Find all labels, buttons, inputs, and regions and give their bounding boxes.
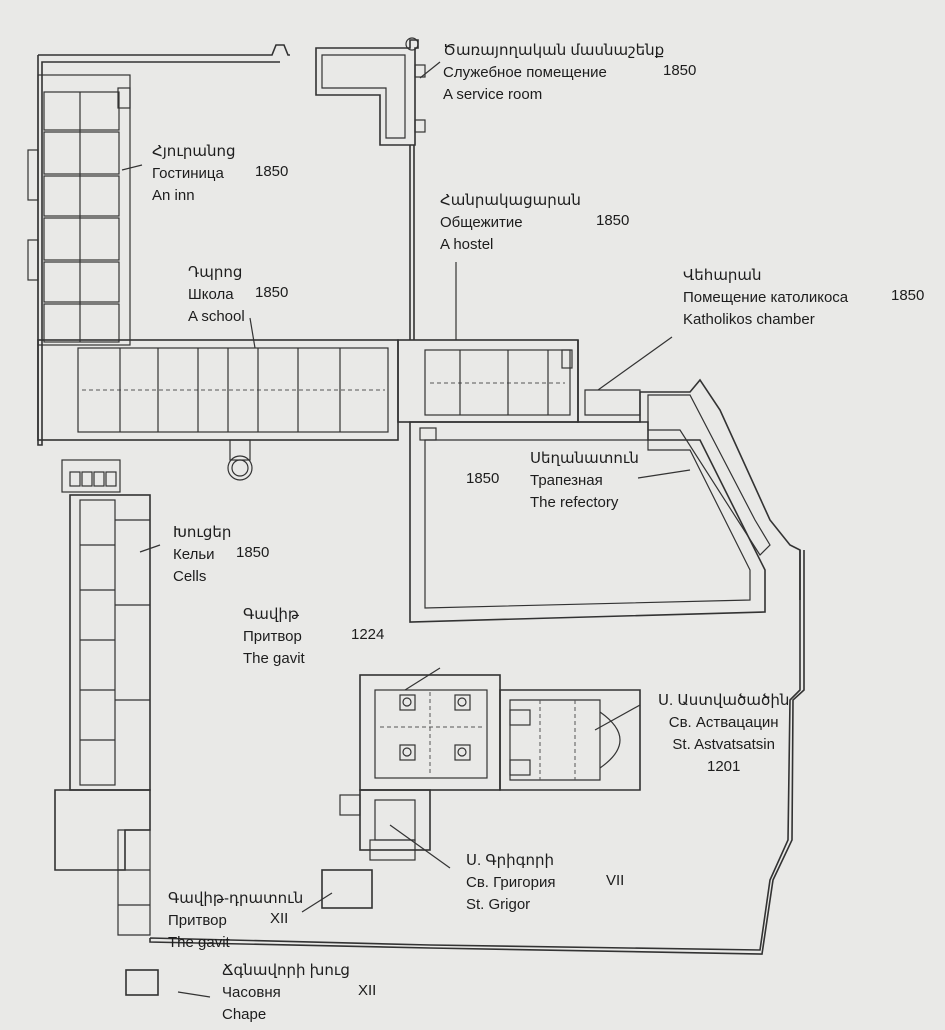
chapel-ru: Часовня — [222, 984, 281, 1001]
inn-year: 1850 — [255, 163, 289, 180]
service-room-building — [315, 37, 426, 340]
katholikos-en: Katholikos chamber — [683, 311, 815, 328]
label-hostel: Հանրակացարան Общежитие A hostel — [440, 190, 581, 256]
service-room-year: 1850 — [663, 62, 697, 79]
church-complex — [339, 674, 641, 861]
inn-en: An inn — [152, 187, 195, 204]
gavit-year: 1224 — [351, 626, 385, 643]
service-room-en: A service room — [443, 86, 543, 103]
katholikos-ru: Помещение католикоса — [683, 289, 849, 306]
label-grigor: Ս. Գրիգորի Св. Григория St. Grigor — [466, 850, 555, 916]
school-building — [37, 339, 399, 481]
hostel-ru: Общежитие — [440, 214, 523, 231]
astvatsatsin-en: St. Astvatsatsin — [672, 736, 775, 753]
refectory-hy: Սեղանատուն — [530, 450, 639, 467]
grigor-ru: Св. Григория — [466, 874, 556, 891]
refectory-en: The refectory — [530, 494, 619, 511]
label-katholikos: Վեհարան Помещение католикоса Katholikos … — [683, 265, 848, 331]
cells-building — [54, 459, 151, 936]
label-refectory: Սեղանատուն Трапезная The refectory — [530, 448, 639, 514]
gavit-hy: Գավիթ — [243, 606, 300, 623]
gavit-ru: Притвор — [243, 628, 302, 645]
refectory-building — [409, 421, 766, 623]
label-gavit: Գավիթ Притвор The gavit — [243, 604, 305, 670]
label-school: Դպրոց Школа A school — [188, 262, 245, 328]
enclosure-wall — [149, 550, 805, 955]
grigor-year: VII — [606, 872, 625, 889]
cells-ru: Кельи — [173, 546, 215, 563]
inn-ru: Гостиница — [152, 165, 224, 182]
gavit-ruin-hy: Գավիթ-դրատուն — [168, 890, 304, 907]
astvatsatsin-hy: Ս. Աստվածածին — [658, 692, 790, 709]
hostel-year: 1850 — [596, 212, 630, 229]
school-year: 1850 — [255, 284, 289, 301]
label-astvatsatsin: Ս. Աստվածածին Св. Аствацацин St. Astvats… — [658, 690, 789, 778]
cells-year: 1850 — [236, 544, 270, 561]
leader-lines — [121, 61, 691, 998]
label-chapel: Ճգնավորի խուց Часовня Chape — [222, 960, 350, 1026]
hostel-building — [397, 339, 579, 423]
chapel-year: XII — [358, 982, 377, 999]
gavit-ruin — [321, 869, 373, 909]
chapel-en: Chape — [222, 1006, 267, 1023]
inn-hy: Հյուրանոց — [152, 143, 236, 160]
refectory-ru: Трапезная — [530, 472, 603, 489]
school-ru: Школа — [188, 286, 234, 303]
hostel-hy: Հանրակացարան — [440, 192, 581, 209]
katholikos-year: 1850 — [891, 287, 925, 304]
astvatsatsin-year: 1201 — [706, 758, 741, 775]
hermit-chapel — [125, 969, 159, 996]
service-room-ru: Служебное помещение — [443, 64, 607, 81]
label-cells: Խուցեր Кельи Cells — [173, 522, 231, 588]
inn-building — [27, 44, 290, 446]
label-inn: Հյուրանոց Гостиница An inn — [152, 141, 235, 207]
chapel-hy: Ճգնավորի խուց — [222, 962, 350, 979]
school-hy: Դպրոց — [188, 264, 243, 281]
school-en: A school — [188, 308, 245, 325]
label-service-room: Ծառայողական մասնաշենք Служебное помещени… — [443, 40, 664, 106]
gavit-en: The gavit — [243, 650, 305, 667]
astvatsatsin-ru: Св. Аствацацин — [668, 714, 779, 731]
label-gavit-ruin: Գավիթ-դրատուն Притвор The gavit — [168, 888, 303, 954]
service-room-hy: Ծառայողական մասնաշենք — [443, 42, 665, 59]
refectory-year: 1850 — [466, 470, 500, 487]
grigor-hy: Ս. Գրիգորի — [466, 852, 555, 869]
grigor-en: St. Grigor — [466, 896, 531, 913]
cells-en: Cells — [173, 568, 207, 585]
gavit-ruin-ru: Притвор — [168, 912, 227, 929]
gavit-ruin-en: The gavit — [168, 934, 230, 951]
gavit-ruin-year: XII — [270, 910, 289, 927]
cells-hy: Խուցեր — [173, 524, 232, 541]
katholikos-hy: Վեհարան — [683, 267, 762, 284]
hostel-en: A hostel — [440, 236, 494, 253]
